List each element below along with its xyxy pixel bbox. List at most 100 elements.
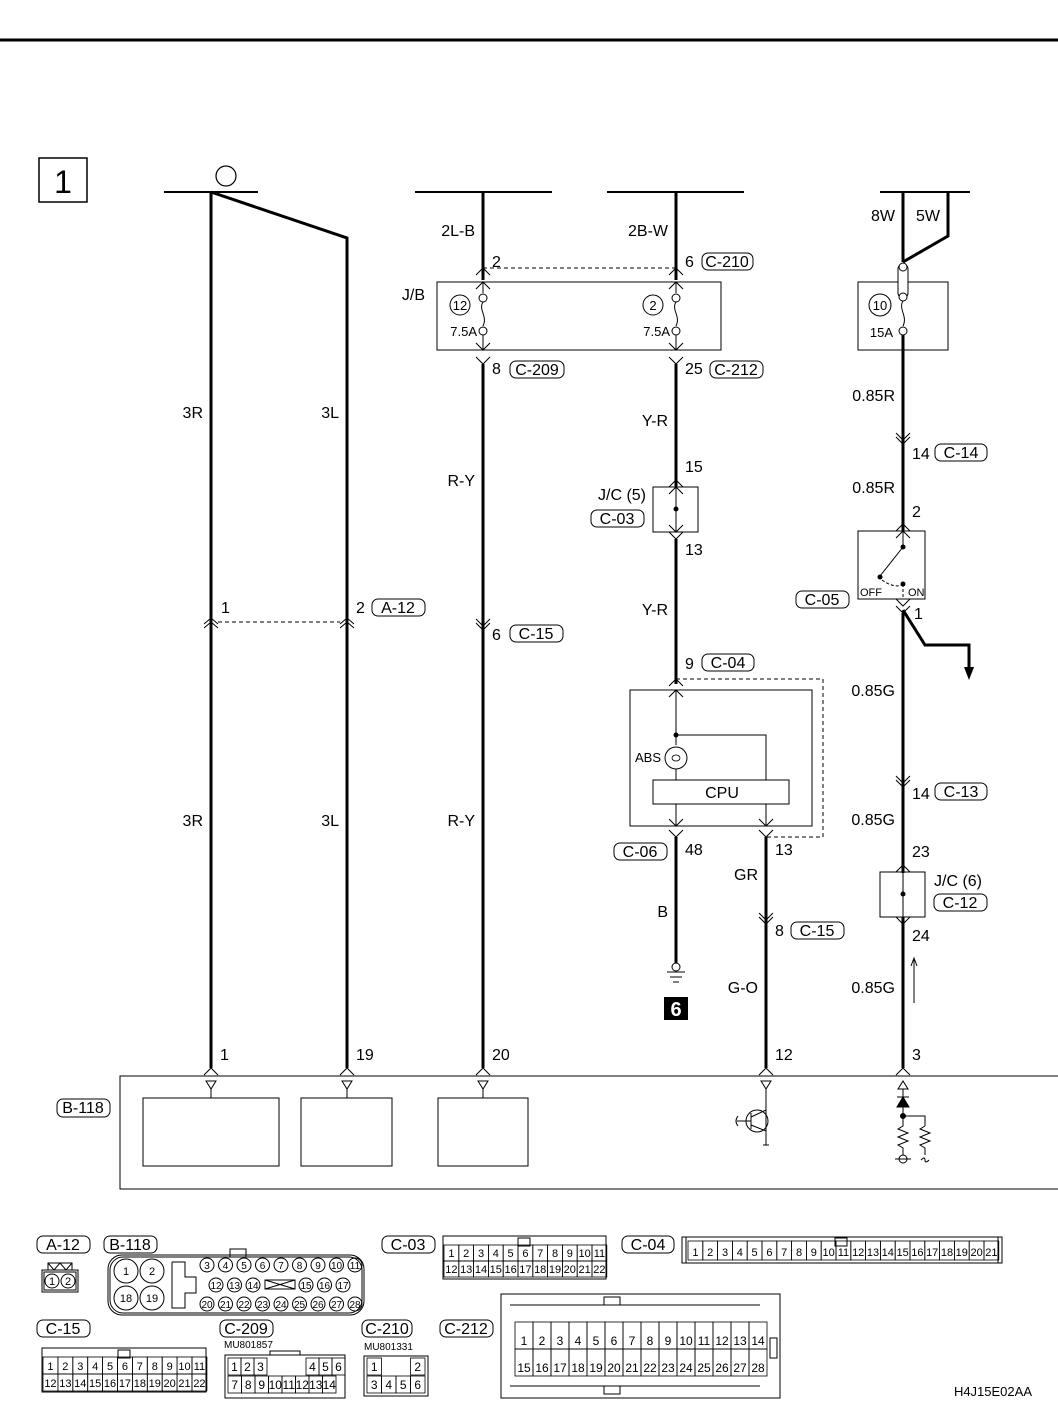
connector-pin-number: 7 — [231, 1378, 238, 1392]
ground-icon — [667, 962, 685, 983]
connector-pin-number: 19 — [149, 1378, 161, 1390]
connector-pin-number: 16 — [104, 1378, 116, 1390]
connector-pin-number: 17 — [926, 1247, 938, 1259]
connector-pin-number: 12 — [445, 1264, 457, 1276]
svg-text:C-03: C-03 — [600, 511, 635, 528]
connector-pin-number: 6 — [260, 1261, 266, 1272]
connector-pin-number: 9 — [665, 1334, 672, 1348]
pin-number: 9 — [685, 656, 694, 673]
connector-pin-number: 5 — [593, 1334, 600, 1348]
connector-pin — [208, 1277, 224, 1293]
ignition-switch — [857, 523, 926, 614]
cpu-label: CPU — [705, 785, 739, 802]
svg-text:B-118: B-118 — [109, 1237, 151, 1254]
connector-pin — [317, 1277, 332, 1293]
connector-pin-number: 12 — [852, 1247, 864, 1259]
connector-pin-number: 1 — [231, 1360, 238, 1374]
ignition-circle-icon — [215, 165, 237, 187]
connector-pin — [366, 1357, 382, 1376]
connector-tag-c13[interactable]: C-13 — [934, 782, 988, 801]
wire-label: 2L-B — [441, 223, 475, 240]
connector-pin-number: 6 — [335, 1360, 342, 1374]
connector-c14-inline — [895, 432, 911, 445]
control-module — [119, 1075, 1058, 1190]
connector-pin-number: 14 — [74, 1378, 86, 1390]
connector-pin-number: 11 — [283, 1378, 296, 1392]
figure-id: H4J15E02AA — [954, 1384, 1032, 1399]
connector-pin-number: 23 — [661, 1361, 675, 1375]
connector-tag-c15[interactable]: C-15 — [509, 624, 564, 643]
branch-arrow-icon — [901, 609, 974, 680]
connector-tag-c04[interactable]: C-04 — [701, 653, 755, 672]
jc-label: J/C (5) — [598, 487, 646, 504]
svg-text:C-210: C-210 — [365, 1321, 409, 1338]
connector-pin-number: 13 — [733, 1334, 747, 1348]
pin-number: 6 — [685, 254, 694, 271]
svg-text:1: 1 — [49, 1276, 55, 1288]
wire-label: 0.85R — [852, 480, 895, 497]
connector-pin — [591, 1260, 608, 1278]
section-number-box: 1 — [38, 157, 88, 203]
svg-text:C-12: C-12 — [943, 895, 978, 912]
fuse-rating: 7.5A — [643, 324, 670, 339]
connector-pin-number: 3 — [77, 1361, 83, 1373]
ground-point-badge: 6 — [664, 997, 688, 1021]
connector-pin-number: 15 — [89, 1378, 101, 1390]
connector-pin-number: 15 — [300, 1281, 312, 1292]
connector-pin — [273, 1296, 289, 1312]
connector-pin-number: 6 — [122, 1361, 128, 1373]
connector-pin-number: 18 — [941, 1247, 953, 1259]
wire-label: 3R — [183, 813, 203, 830]
connector-pin-number: 24 — [679, 1361, 693, 1375]
joint-connector-6 — [879, 864, 926, 925]
connector-pin-number: 3 — [722, 1247, 728, 1259]
connector-pin-number: 20 — [201, 1300, 213, 1311]
connector-pin-number: 11 — [350, 1261, 361, 1272]
wire-label: 0.85G — [851, 812, 895, 829]
connector-tag-a12[interactable]: A-12 — [371, 598, 426, 617]
connector-pin-number: 20 — [564, 1264, 576, 1276]
connector-pin — [410, 1357, 426, 1376]
connector-tag-b118[interactable]: B-118 — [56, 1098, 111, 1118]
connector-tag-c05[interactable]: C-05 — [795, 590, 850, 609]
pin-number: 2 — [356, 600, 365, 617]
connector-tag-c06[interactable]: C-06 — [613, 842, 668, 861]
connector-pin-number: 8 — [152, 1361, 158, 1373]
abs-lamp-icon — [664, 746, 688, 770]
pin-number: 1 — [220, 1047, 229, 1064]
pin-number: 2 — [912, 504, 921, 521]
connector-pin-number: 15 — [517, 1361, 531, 1375]
wire-label: R-Y — [447, 813, 475, 830]
pin-number: 23 — [912, 844, 930, 861]
connector-pin-number: 17 — [337, 1281, 349, 1292]
fuse-rating: 7.5A — [450, 324, 477, 339]
fuse-rating: 15A — [870, 325, 893, 340]
pin-number: 1 — [914, 606, 923, 623]
connector-tag-c12[interactable]: C-12 — [933, 893, 988, 912]
pin-number: 13 — [775, 842, 793, 859]
connector-tag-c15-b[interactable]: C-15 — [790, 921, 845, 940]
fusible-block — [857, 191, 970, 351]
svg-text:MU801331: MU801331 — [364, 1342, 413, 1353]
connector-tag-c03[interactable]: C-03 — [590, 509, 645, 528]
svg-text:C-04: C-04 — [711, 655, 746, 672]
connector-pin — [410, 1375, 426, 1394]
connector-pin-number: 5 — [508, 1248, 514, 1260]
pin-number: 25 — [685, 361, 703, 378]
connector-pin-number: 14 — [247, 1281, 259, 1292]
connector-pin-number: 4 — [575, 1334, 582, 1348]
input-circuit-icon — [895, 1089, 932, 1164]
connector-tag-c209[interactable]: C-209 — [509, 360, 565, 379]
connector-tag-c14[interactable]: C-14 — [934, 443, 988, 462]
connector-pin-number: 10 — [178, 1361, 190, 1373]
svg-text:C-05: C-05 — [805, 592, 840, 609]
connector-pin-number: 26 — [312, 1300, 324, 1311]
connector-pin-number: 14 — [751, 1334, 765, 1348]
connector-tag-c212[interactable]: C-212 — [709, 360, 764, 379]
connector-tag-c210[interactable]: C-210 — [701, 252, 754, 271]
connector-pin-number: 26 — [715, 1361, 729, 1375]
